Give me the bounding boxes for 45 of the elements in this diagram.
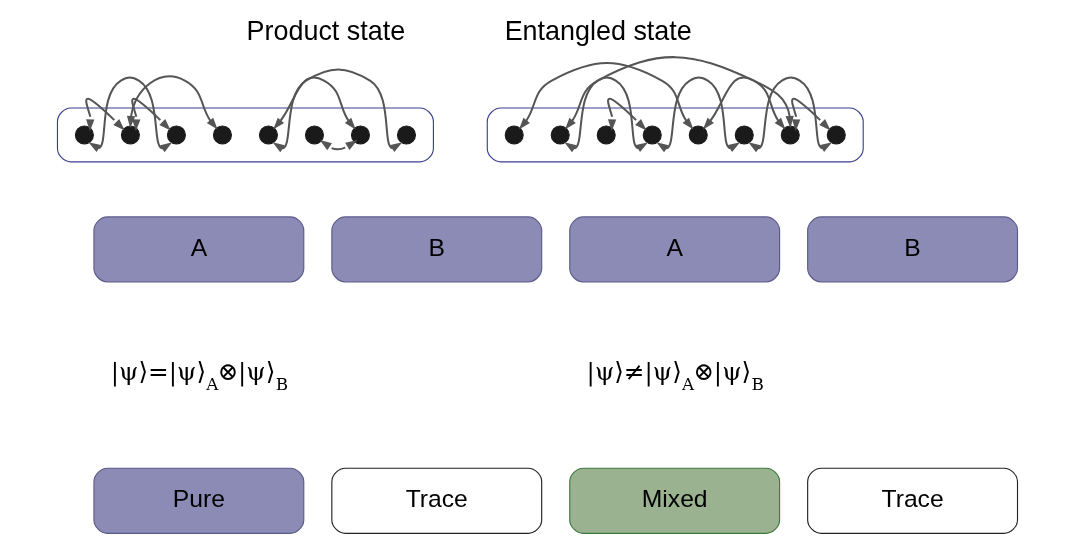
arrow — [563, 76, 648, 153]
node-box: B — [330, 216, 542, 283]
node-circle — [258, 125, 278, 145]
arrow — [564, 56, 794, 130]
node-box: Pure — [92, 467, 304, 534]
arrow — [518, 62, 693, 130]
node-circle — [826, 125, 846, 145]
arrow — [126, 75, 218, 130]
node-circle — [642, 125, 662, 145]
node-circle — [504, 125, 524, 145]
label: |ψ⟩≠|ψ⟩$_{A}$⊗|ψ⟩$_{B}$ — [586, 357, 764, 395]
arrow — [655, 76, 740, 153]
arrow — [88, 76, 172, 153]
node-circle — [212, 125, 232, 145]
node-box: Trace — [330, 467, 542, 534]
arrow — [790, 98, 831, 132]
node-box: Mixed — [568, 467, 780, 534]
arrow — [702, 76, 785, 130]
arrow — [747, 76, 832, 153]
node-circle — [396, 125, 416, 145]
node-box: A — [92, 216, 304, 283]
label: Product state — [246, 15, 405, 46]
cluster — [486, 107, 864, 163]
node-circle — [166, 125, 186, 145]
arrow — [272, 68, 402, 153]
node-circle — [304, 125, 324, 145]
node-circle — [550, 125, 570, 145]
arrow — [319, 139, 357, 151]
node-circle — [350, 125, 370, 145]
node-box: A — [568, 216, 780, 283]
label: |ψ⟩=|ψ⟩$_{A}$⊗|ψ⟩$_{B}$ — [110, 357, 288, 395]
node-circle — [734, 125, 754, 145]
node-box: B — [806, 216, 1018, 283]
node-box: Trace — [806, 467, 1018, 534]
arrow — [130, 98, 171, 132]
node-circle — [74, 125, 94, 145]
label: Entangled state — [504, 15, 692, 46]
node-circle — [120, 125, 140, 145]
arrow — [272, 76, 356, 130]
node-circle — [596, 125, 616, 145]
node-circle — [780, 125, 800, 145]
arrow — [84, 98, 125, 132]
arrow — [606, 98, 647, 132]
node-circle — [688, 125, 708, 145]
cluster — [56, 107, 434, 163]
